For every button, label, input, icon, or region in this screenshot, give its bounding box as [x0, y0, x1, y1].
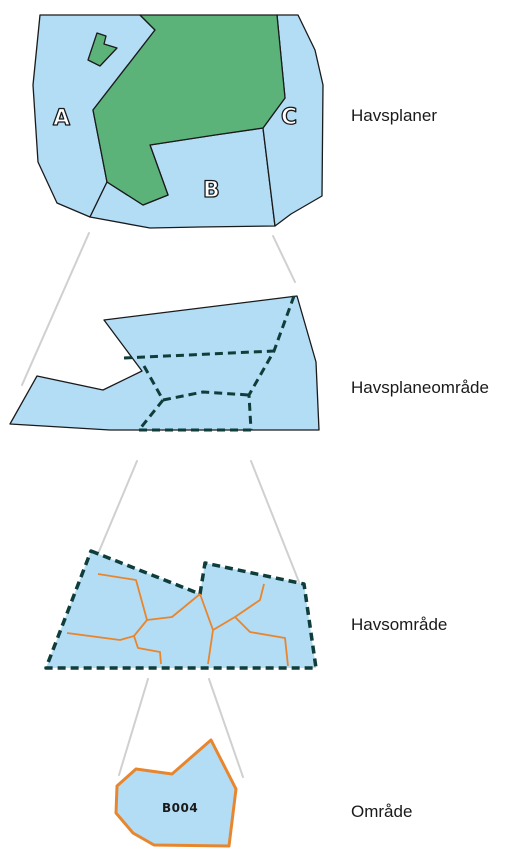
area-boundary-6 — [234, 583, 265, 618]
island — [87, 32, 118, 67]
dashed-boundary-middle — [162, 390, 250, 402]
region-letter-b: B — [203, 178, 220, 203]
connector-3-left — [118, 678, 149, 776]
dashed-boundary-east — [247, 295, 296, 431]
area-boundaries — [66, 573, 289, 667]
area-code: B004 — [162, 801, 198, 815]
area-boundary-1 — [66, 573, 148, 641]
sea-plan-area — [9, 295, 320, 431]
area-boundary-3 — [133, 635, 162, 665]
havsplaner-map: A B C — [32, 14, 324, 229]
level-label-havsplaneomrade: Havsplaneområde — [351, 378, 489, 397]
connector-3-right — [208, 678, 244, 778]
level-label-omrade: Område — [351, 802, 413, 821]
omrade-map: B004 — [114, 738, 238, 848]
connector-1-right — [272, 235, 296, 283]
area-boundary-5 — [212, 616, 289, 667]
havsomrade-map — [44, 549, 318, 670]
land-mass — [92, 14, 286, 206]
level-connectors — [21, 232, 300, 778]
level-label-havsomrade: Havsområde — [351, 615, 448, 634]
area-b004 — [114, 738, 238, 848]
level-label-havsplaner: Havsplaner — [351, 106, 437, 125]
region-letter-c: C — [281, 105, 297, 130]
havsplaneomrade-map — [9, 295, 320, 432]
area-boundary-2 — [146, 593, 201, 621]
connector-1-left — [21, 232, 90, 386]
region-letter-a: A — [53, 106, 70, 131]
sea-area-boundaries — [123, 295, 296, 432]
connector-2-right — [250, 460, 300, 583]
